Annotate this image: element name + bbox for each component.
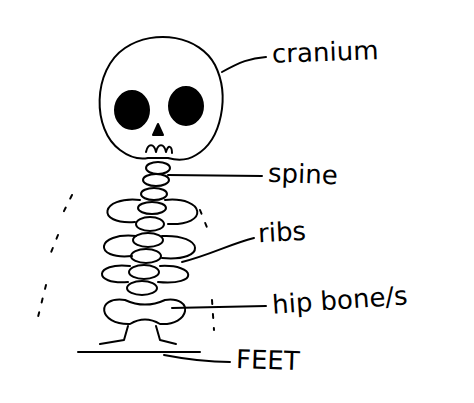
leader-line bbox=[168, 175, 262, 176]
hip-bone bbox=[104, 300, 185, 324]
eye-socket bbox=[169, 87, 203, 125]
leader-line bbox=[172, 306, 266, 308]
teeth bbox=[146, 145, 172, 153]
leader-line bbox=[182, 238, 254, 262]
foot bbox=[156, 326, 176, 344]
foot bbox=[100, 326, 128, 344]
nose bbox=[153, 124, 163, 135]
part-label: hip bone/s bbox=[271, 281, 408, 319]
part-label: spine bbox=[268, 159, 339, 190]
spine-bones bbox=[127, 162, 170, 295]
sketch-marks bbox=[36, 195, 214, 330]
part-label: ribs bbox=[257, 217, 306, 248]
ground-line bbox=[78, 351, 200, 353]
part-label: cranium bbox=[272, 36, 379, 68]
part-label: FEET bbox=[236, 345, 301, 376]
leader-line bbox=[222, 57, 266, 72]
ribs bbox=[102, 200, 197, 283]
leader-line bbox=[164, 355, 230, 362]
eye-socket bbox=[115, 91, 149, 129]
skull bbox=[100, 37, 223, 160]
